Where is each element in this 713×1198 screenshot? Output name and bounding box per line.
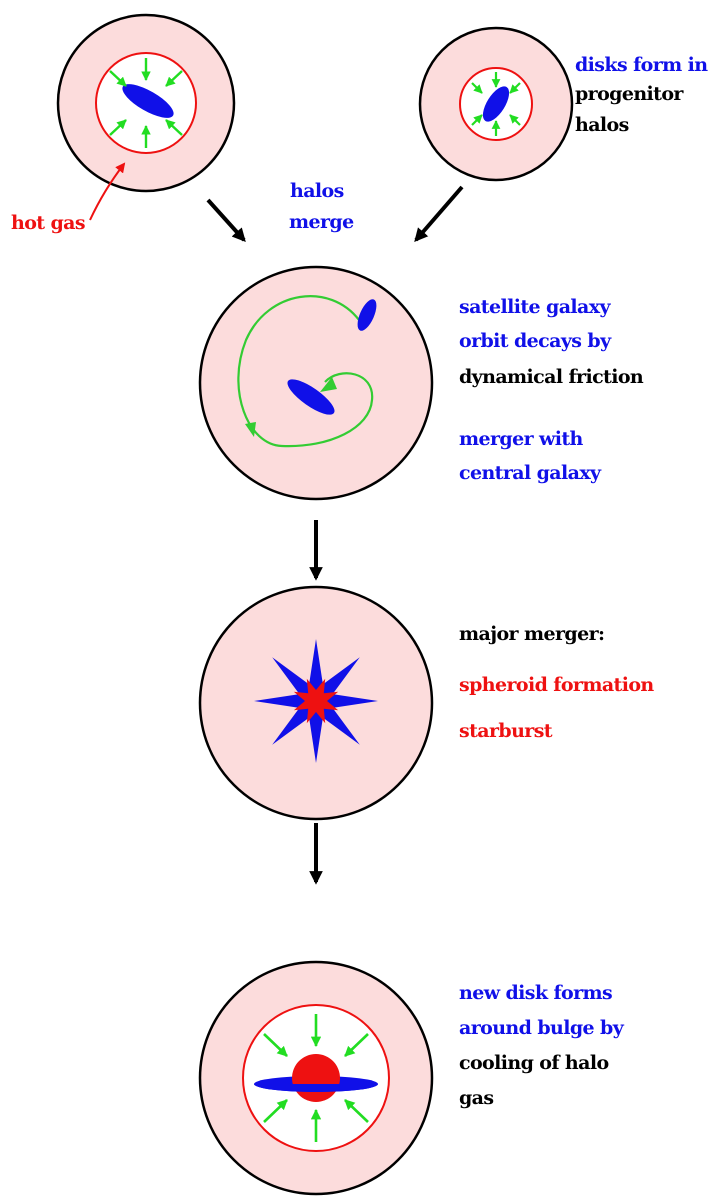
- label-disks-form-in: disks form in: [575, 56, 707, 75]
- label-starburst: starburst: [459, 722, 552, 741]
- label-spheroid-formation: spheroid formation: [459, 676, 654, 695]
- label-satellite-galaxy: satellite galaxy: [459, 298, 610, 317]
- label-cooling-of-halo: cooling of halo: [459, 1054, 609, 1073]
- major-merger-halo: [200, 587, 432, 819]
- label-halos-merge-2: merge: [289, 213, 354, 232]
- label-around-bulge-by: around bulge by: [459, 1019, 623, 1038]
- bulge: [292, 1054, 340, 1102]
- progenitor-halo-left: [58, 15, 234, 191]
- new-disk-halo: [200, 962, 432, 1194]
- label-merger-with: merger with: [459, 430, 583, 449]
- label-orbit-decays-by: orbit decays by: [459, 332, 611, 351]
- label-hot-gas: hot gas: [11, 214, 85, 233]
- label-halos-merge-1: halos: [290, 182, 344, 201]
- label-new-disk-forms: new disk forms: [459, 984, 612, 1003]
- merged-halo: [200, 267, 432, 499]
- label-gas: gas: [459, 1089, 494, 1108]
- label-central-galaxy: central galaxy: [459, 464, 601, 483]
- label-dynamical-friction: dynamical friction: [459, 368, 643, 387]
- label-halos: halos: [575, 116, 629, 135]
- progenitor-halo-right: [420, 28, 572, 180]
- label-progenitor: progenitor: [575, 85, 683, 104]
- label-major-merger: major merger:: [459, 625, 604, 644]
